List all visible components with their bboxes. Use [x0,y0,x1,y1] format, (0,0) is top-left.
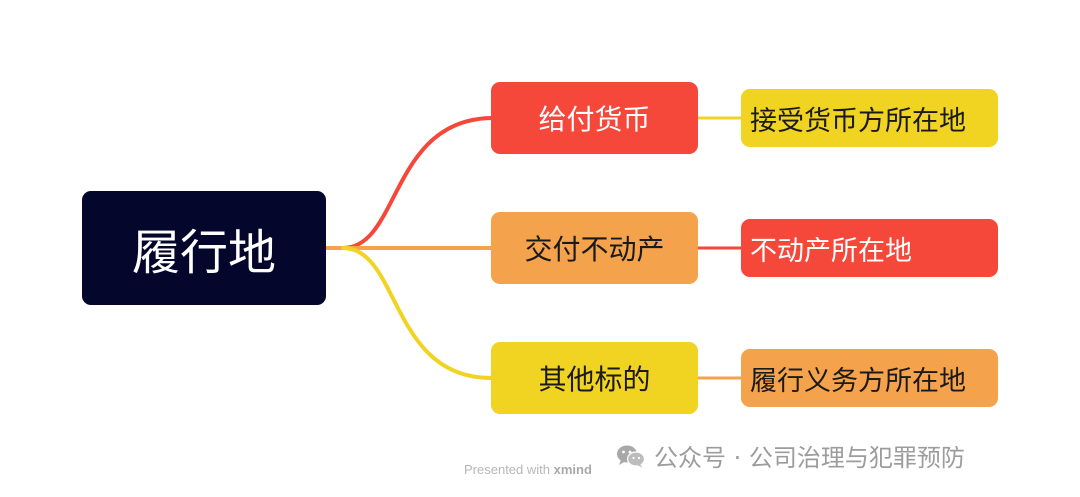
leaf-node-payment[interactable]: 接受货币方所在地 [741,89,998,147]
leaf-node-label: 不动产所在地 [750,235,912,267]
connector-root-to-branch-3 [341,246,493,380]
branch-node-label: 其他标的 [538,363,651,396]
wechat-icon [617,445,646,467]
leaf-node-label: 接受货币方所在地 [750,105,966,137]
root-node-label: 履行地 [131,225,276,281]
root-node[interactable]: 履行地 [82,191,326,305]
branch-node-real-estate[interactable]: 交付不动产 [491,212,698,284]
presented-prefix: Presented with [464,462,550,477]
branch-node-label: 给付货币 [538,103,651,136]
presented-with-credit: Presented with xmind [464,462,592,477]
leaf-node-other[interactable]: 履行义务方所在地 [741,349,998,407]
branch-node-label: 交付不动产 [524,233,665,266]
leaf-node-real-estate[interactable]: 不动产所在地 [741,219,998,277]
branch-node-other[interactable]: 其他标的 [491,342,698,414]
leaf-node-label: 履行义务方所在地 [750,365,966,397]
xmind-brand: xmind [553,462,592,477]
wechat-watermark: 公众号 · 公司治理与犯罪预防 [616,438,965,473]
branch-node-payment[interactable]: 给付货币 [491,82,698,154]
watermark-text: 公众号 · 公司治理与犯罪预防 [654,444,965,472]
connector-root-to-branch-1 [324,116,493,250]
